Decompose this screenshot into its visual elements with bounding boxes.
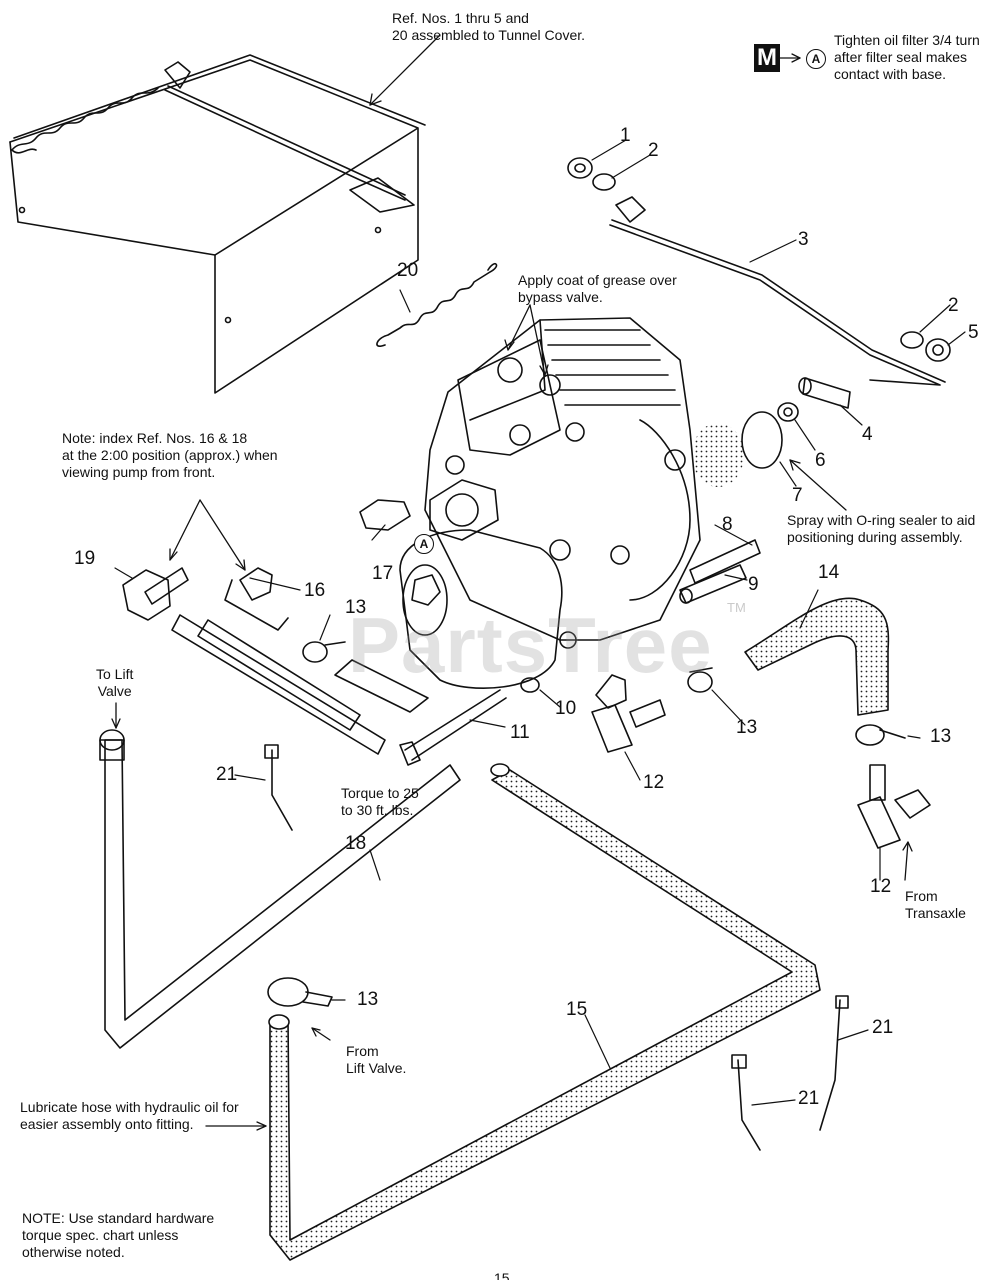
callout-13b: 13: [736, 717, 758, 738]
note-standard-hardware: NOTE: Use standard hardware torque spec.…: [22, 1210, 215, 1260]
a-marker-note: A: [806, 49, 826, 69]
note-oring: Spray with O-ring sealer to aid position…: [787, 512, 976, 545]
leader-lines: [114, 139, 966, 1106]
callout-6: 6: [815, 450, 826, 471]
note-torque: Torque to 25 to 30 ft. lbs.: [341, 785, 419, 818]
callout-21c: 21: [798, 1088, 820, 1109]
note-arrows: [111, 34, 913, 1131]
callout-2: 2: [648, 140, 659, 161]
callout-8: 8: [722, 514, 733, 535]
callout-13a: 13: [345, 597, 367, 618]
callout-16: 16: [304, 580, 326, 601]
callout-13d: 13: [357, 989, 379, 1010]
callout-7: 7: [792, 485, 803, 506]
cover-rod: [164, 61, 415, 213]
linkage-rod: [609, 196, 946, 386]
note-index: Note: index Ref. Nos. 16 & 18 at the 2:0…: [62, 430, 278, 480]
page-number: 15: [494, 1270, 510, 1280]
note-tunnel-cover: Ref. Nos. 1 thru 5 and 20 assembled to T…: [392, 10, 586, 43]
note-grease: Apply coat of grease over bypass valve.: [518, 272, 677, 305]
callout-4: 4: [862, 424, 873, 445]
callout-19: 19: [74, 548, 96, 569]
cover-spring: [11, 87, 159, 154]
callout-15: 15: [566, 999, 588, 1020]
callout-17: 17: [372, 563, 394, 584]
callout-21a: 21: [216, 764, 238, 785]
note-from-lift-valve: From Lift Valve.: [346, 1043, 407, 1076]
watermark: PartsTree: [348, 601, 713, 689]
note-to-lift-valve: To Lift Valve: [96, 666, 134, 699]
hydraulic-pump: [424, 317, 701, 649]
callout-3: 3: [798, 229, 809, 250]
note-oil-filter: Tighten oil filter 3/4 turn after filter…: [834, 32, 980, 82]
note-lubricate: Lubricate hose with hydraulic oil for ea…: [20, 1099, 239, 1132]
callout-18: 18: [345, 833, 367, 854]
a-marker-pump: A: [414, 534, 434, 554]
callout-1: 1: [620, 125, 631, 146]
callout-13c: 13: [930, 726, 952, 747]
callout-20: 20: [397, 260, 419, 281]
callout-5: 5: [968, 322, 979, 343]
tunnel-cover: [9, 54, 426, 394]
callout-12b: 12: [870, 876, 892, 897]
note-from-transaxle: From Transaxle: [905, 888, 966, 921]
callout-2b: 2: [948, 295, 959, 316]
m-badge: M: [754, 44, 780, 72]
callout-10: 10: [555, 698, 577, 719]
callout-21b: 21: [872, 1017, 894, 1038]
spring-20: [376, 262, 498, 347]
callout-11: 11: [510, 722, 530, 743]
callout-12a: 12: [643, 772, 665, 793]
callout-14: 14: [818, 562, 840, 583]
watermark-tm: TM: [727, 600, 746, 615]
callout-9: 9: [748, 574, 759, 595]
